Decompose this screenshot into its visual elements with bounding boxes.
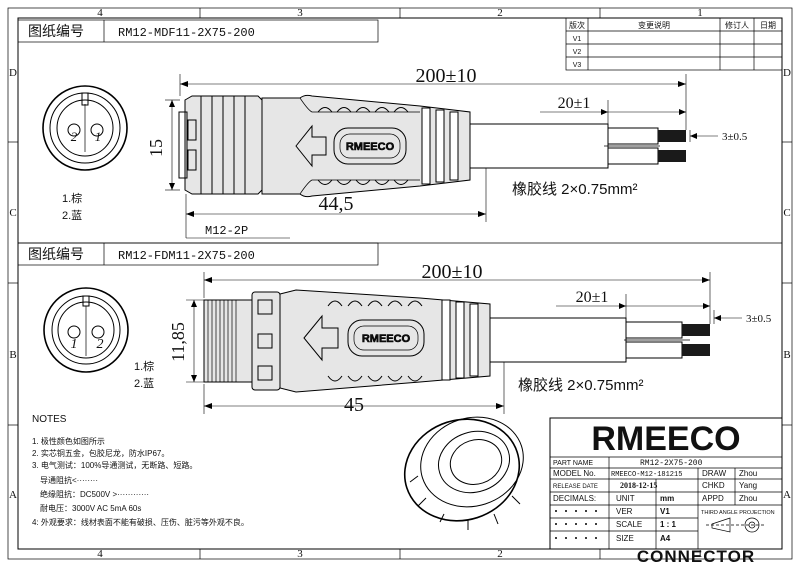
zone-bottom-4: 1 xyxy=(697,548,703,560)
title-brand-logo: RMEECO xyxy=(591,420,740,458)
drawing1-end-view: 2 1 1.棕 2.蓝 xyxy=(42,85,128,222)
title-ver: V1 xyxy=(660,507,670,516)
zone-bottom-3: 2 xyxy=(497,548,503,560)
zone-left-a: A xyxy=(9,489,17,501)
zone-left-d: D xyxy=(9,67,17,79)
zone-top-2: 3 xyxy=(297,7,303,19)
drawing2-dim-total: 200±10 xyxy=(422,261,483,283)
drawing1-label: 图纸编号 xyxy=(28,23,84,39)
notes-item-1: 1. 极性颜色如图所示 xyxy=(32,436,105,446)
title-block: RMEECO PART NAME RM12-2X75-200 MODEL No.… xyxy=(549,417,783,566)
drawing2-number: RM12-FDM11-2X75-200 xyxy=(118,249,255,263)
title-appd-label: APPD xyxy=(702,494,724,503)
drawing1-number: RM12-MDF11-2X75-200 xyxy=(118,26,255,40)
revision-table: 版次 变更说明 修订人 日期 V1 V2 V3 xyxy=(565,17,783,71)
zone-left-c: C xyxy=(9,207,16,219)
zone-top-1: 4 xyxy=(97,7,103,19)
zone-right-b: B xyxy=(783,349,790,361)
drawing1-thread: M12-2P xyxy=(205,224,248,238)
title-chkd-label: CHKD xyxy=(702,481,725,490)
rev-row-v1: V1 xyxy=(573,36,582,43)
drawing1-dim-tip: 3±0.5 xyxy=(722,131,748,143)
third-angle-projection-icon xyxy=(706,517,764,533)
drawing2-pin-1: 1 xyxy=(71,337,78,352)
notes-item-4: 导通阻抗<········ xyxy=(40,475,98,485)
rev-header-date: 日期 xyxy=(760,21,776,30)
drawing1-pin-1: 1 xyxy=(95,129,102,144)
title-unit: mm xyxy=(660,494,674,503)
drawing2-legend-2: 2.蓝 xyxy=(134,377,154,390)
drawing1-dim-body: 44,5 xyxy=(319,193,354,215)
drawing1-dimensions: 200±10 20±1 3±0.5 15 44,5 M12-2P 橡胶线 2×0… xyxy=(146,65,748,239)
rev-header-reviser: 修订人 xyxy=(725,20,749,30)
notes-item-6: 耐电压：3000V AC 5mA 60s xyxy=(40,503,141,513)
title-size-label: SIZE xyxy=(616,534,634,543)
title-release-label: RELEASE DATE xyxy=(553,484,598,490)
rev-header-version: 版次 xyxy=(569,20,585,30)
title-size: A4 xyxy=(660,534,671,543)
drawing2-dim-tip: 3±0.5 xyxy=(746,313,772,325)
title-release: 2018-12-15 xyxy=(620,481,657,490)
drawing1-dim-total: 200±10 xyxy=(416,65,477,87)
rev-row-v2: V2 xyxy=(573,49,582,56)
zone-left-b: B xyxy=(9,349,16,361)
title-scale: 1 : 1 xyxy=(660,520,677,529)
title-footer-brand: CONNECTOR xyxy=(637,547,755,566)
notes-block: NOTES 1. 极性颜色如图所示 2. 实芯铜五金，包胶尼龙，防水IP67。 … xyxy=(32,414,249,527)
drawing2-label: 图纸编号 xyxy=(28,246,84,262)
title-ver-label: VER xyxy=(616,507,633,516)
zone-top-3: 2 xyxy=(497,7,503,19)
drawing1-dim-strip: 20±1 xyxy=(558,95,591,112)
drawing1-cable-spec: 橡胶线 2×0.75mm² xyxy=(512,181,637,198)
drawing2-dim-body: 45 xyxy=(344,394,364,416)
notes-item-3: 3. 电气测试：100%导通测试，无断路、短路。 xyxy=(32,460,197,470)
notes-title: NOTES xyxy=(32,414,67,425)
title-draw: Zhou xyxy=(739,469,757,478)
drawing2-dimensions: 200±10 20±1 3±0.5 11,85 45 橡胶线 2×0.75mm² xyxy=(168,261,772,416)
coupling-nut-isometric xyxy=(403,416,524,530)
zone-top-4: 1 xyxy=(697,7,703,19)
title-scale-label: SCALE xyxy=(616,520,642,529)
drawing2-side-view: RMEECO xyxy=(203,289,710,393)
title-draw-label: DRAW xyxy=(702,469,727,478)
drawing2-legend-1: 1.棕 xyxy=(134,359,154,373)
zone-bottom-2: 3 xyxy=(297,548,303,560)
title-model: RMEECO-M12-181215 xyxy=(611,471,682,479)
drawing1-side-view: RMEECO xyxy=(178,94,686,198)
notes-item-7: 4: 外观要求：线材表面不能有破损、压伤、脏污等外观不良。 xyxy=(32,517,249,527)
drawing2-dim-strip: 20±1 xyxy=(576,289,609,306)
title-decimals-label: DECIMALS: xyxy=(553,494,596,503)
drawing1-number-box: 图纸编号 RM12-MDF11-2X75-200 xyxy=(17,19,379,43)
drawing1-legend-2: 2.蓝 xyxy=(62,209,82,222)
title-part-name: RM12-2X75-200 xyxy=(640,459,703,468)
rev-row-v3: V3 xyxy=(573,62,582,69)
drawing1-legend-1: 1.棕 xyxy=(62,191,82,205)
drawing1-pin-2: 2 xyxy=(71,129,78,144)
title-chkd: Yang xyxy=(739,481,757,490)
zone-right-d: D xyxy=(783,67,791,79)
title-model-label: MODEL No. xyxy=(553,469,596,478)
drawing1-dim-diameter: 15 xyxy=(146,139,166,157)
drawing2-dim-diameter: 11,85 xyxy=(168,322,188,362)
title-appd: Zhou xyxy=(739,494,757,503)
zone-right-c: C xyxy=(783,207,790,219)
title-unit-label: UNIT xyxy=(616,494,635,503)
rev-header-description: 变更说明 xyxy=(638,20,670,30)
drawing2-end-view: 1 2 1.棕 2.蓝 xyxy=(43,287,154,390)
notes-item-2: 2. 实芯铜五金，包胶尼龙，防水IP67。 xyxy=(32,448,169,458)
drawing2-cable-spec: 橡胶线 2×0.75mm² xyxy=(518,377,643,394)
drawing2-body-logo: RMEECO xyxy=(362,333,411,345)
title-part-name-label: PART NAME xyxy=(553,460,593,467)
zone-bottom-1: 4 xyxy=(97,548,103,560)
zone-right-a: A xyxy=(783,489,791,501)
drawing1-body-logo: RMEECO xyxy=(346,141,395,153)
title-projection-label: THIRD ANGLE PROJECTION xyxy=(701,510,775,516)
drawing2-pin-2: 2 xyxy=(97,337,104,352)
drawing2-number-box: 图纸编号 RM12-FDM11-2X75-200 xyxy=(17,242,782,266)
notes-item-5: 绝缘阻抗：DC500V >············ xyxy=(40,489,149,499)
